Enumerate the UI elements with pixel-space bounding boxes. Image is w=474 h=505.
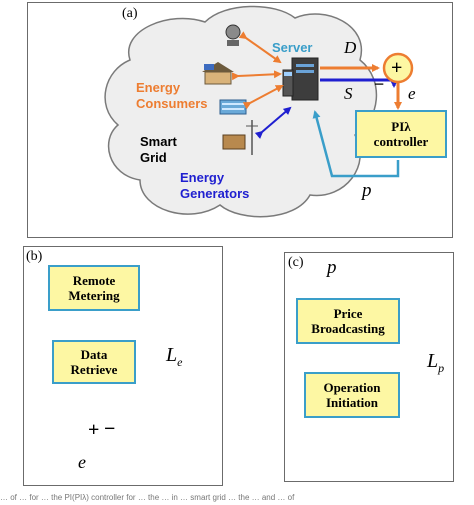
meter-icon-top [225, 24, 241, 46]
price-broadcasting-line-1: Price [333, 306, 363, 321]
data-retrieve-box: Data Retrieve [52, 340, 136, 384]
signal-d-label: D [344, 38, 357, 57]
signal-e-label-a: e [408, 84, 416, 103]
panel-a-label: (a) [122, 6, 138, 21]
server-icon [282, 57, 319, 101]
signal-e-label-b: e [78, 452, 86, 472]
pi-controller-line-2: controller [373, 134, 429, 149]
energy-generators-label-2: Generators [180, 186, 250, 201]
latency-le-l: L [166, 344, 178, 366]
operation-initiation-box: Operation Initiation [304, 372, 400, 418]
latency-lp-l: L [427, 350, 439, 372]
remote-metering-line-2: Metering [68, 288, 120, 303]
energy-generators-label-1: Energy [180, 170, 225, 185]
panel-b-label: (b) [26, 249, 43, 264]
summing-minus-b: − [104, 418, 116, 440]
smart-grid-label-2: Grid [140, 150, 167, 165]
figure-caption: … of … for … the PI(PIλ) controller for … [0, 493, 295, 502]
smart-grid-label-1: Smart [140, 134, 177, 149]
remote-metering-box: Remote Metering [48, 265, 140, 311]
summing-plus-b: + [88, 419, 100, 441]
price-broadcasting-line-2: Broadcasting [311, 321, 385, 336]
panel-c-label: (c) [288, 255, 304, 270]
house-solar-icon [202, 62, 234, 85]
data-retrieve-line-1: Data [80, 347, 108, 362]
operation-initiation-line-1: Operation [323, 380, 381, 395]
server-label: Server [272, 40, 313, 55]
signal-p-label-a: p [362, 180, 372, 201]
building-icon [219, 99, 247, 115]
pi-controller-box: PIλ controller [355, 110, 447, 158]
latency-lp-label: Lp [427, 350, 444, 376]
signal-p-label-c: p [327, 257, 337, 278]
operation-initiation-line-2: Initiation [325, 395, 378, 410]
summing-plus-a: + [391, 57, 403, 79]
energy-consumers-label-1: Energy [136, 80, 181, 95]
latency-lp-sub: p [438, 361, 445, 375]
price-broadcasting-box: Price Broadcasting [296, 298, 400, 344]
data-retrieve-line-2: Retrieve [70, 362, 118, 377]
energy-consumers-label-2: Consumers [136, 96, 208, 111]
summing-minus-a: − [374, 74, 385, 94]
latency-le-sub: e [177, 355, 183, 369]
generator-icon [222, 120, 258, 155]
latency-le-label: Le [166, 344, 182, 370]
panel-c [284, 252, 454, 482]
remote-metering-line-1: Remote [72, 273, 116, 288]
signal-s-label: S [344, 84, 353, 103]
pi-controller-line-1: PIλ [391, 119, 411, 134]
